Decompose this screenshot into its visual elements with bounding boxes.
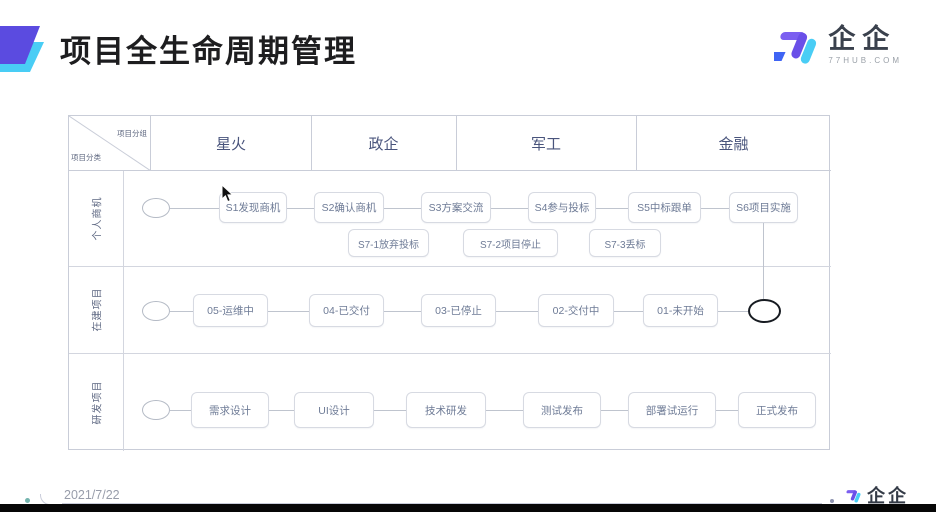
connector — [384, 208, 421, 209]
start-node — [142, 400, 170, 420]
diagonal-divider — [69, 116, 151, 171]
state-box-04: 04-已交付 — [309, 294, 384, 327]
title-accent-icon — [0, 26, 44, 72]
footer-brand-77-icon — [846, 490, 861, 503]
corner-label-group: 项目分组 — [117, 129, 147, 138]
connector — [596, 208, 628, 209]
mouse-cursor-icon — [221, 184, 234, 203]
rnd-box-test-release: 测试发布 — [523, 392, 601, 428]
brand-domain: 77HUB.COM — [828, 56, 902, 65]
lane-label-rnd: 研发项目 — [92, 380, 104, 424]
connector — [716, 410, 738, 411]
footer-brand: 企企 — [843, 487, 909, 505]
connector — [170, 311, 193, 312]
footer-line — [62, 503, 822, 504]
rnd-box-official-release: 正式发布 — [738, 392, 816, 428]
column-header-jungong: 军工 — [456, 116, 636, 171]
rnd-box-requirements: 需求设计 — [191, 392, 269, 428]
connector — [601, 410, 628, 411]
matrix-corner-cell: 项目分组 项目分类 — [69, 116, 151, 171]
rnd-box-development: 技术研发 — [406, 392, 486, 428]
stage-box-s1: S1发现商机 — [219, 192, 287, 223]
connector — [374, 410, 406, 411]
connector — [170, 410, 191, 411]
stage-box-s5: S5中标跟单 — [628, 192, 701, 223]
connector — [701, 208, 729, 209]
brand-text: 企企 77HUB.COM — [828, 24, 902, 65]
stage-box-s7-1: S7-1放弃投标 — [348, 229, 429, 257]
connector — [384, 311, 421, 312]
connector — [287, 208, 314, 209]
label-column-border — [123, 171, 124, 451]
state-box-03: 03-已停止 — [421, 294, 496, 327]
lane-label-opportunity: 个人商机 — [92, 196, 104, 241]
lifecycle-matrix: 项目分组 项目分类 星火 政企 军工 金融 个人商机 在建项目 研发项目 S1发… — [68, 115, 831, 451]
footer-brand-name: 企企 — [867, 486, 909, 506]
brand-name: 企企 — [828, 24, 897, 54]
connector — [496, 311, 538, 312]
footer-right-dot — [830, 499, 834, 503]
start-node — [142, 301, 170, 321]
connector — [268, 311, 309, 312]
stage-box-s6: S6项目实施 — [729, 192, 798, 223]
page-title: 项目全生命周期管理 — [60, 34, 357, 69]
header-separator — [636, 116, 637, 171]
rnd-box-trial-run: 部署试运行 — [628, 392, 716, 428]
stage-box-s3: S3方案交流 — [421, 192, 491, 223]
lane-label-construction: 在建项目 — [92, 287, 104, 332]
connector — [614, 311, 643, 312]
end-node — [748, 299, 781, 323]
connector — [486, 410, 523, 411]
header-separator — [456, 116, 457, 171]
brand-77-icon — [774, 32, 817, 64]
stage-box-s7-2: S7-2项目停止 — [463, 229, 558, 257]
stage-box-s4: S4参与投标 — [528, 192, 596, 223]
rnd-box-ui-design: UI设计 — [294, 392, 374, 428]
state-box-02: 02-交付中 — [538, 294, 614, 327]
column-header-jinrong: 金融 — [636, 116, 831, 171]
stage-box-s7-3: S7-3丢标 — [589, 229, 661, 257]
connector-down — [763, 223, 764, 299]
state-box-05: 05-运维中 — [193, 294, 268, 327]
slide-date: 2021/7/22 — [64, 488, 120, 502]
brand-block: 企企 77HUB.COM — [774, 24, 902, 70]
connector — [491, 208, 528, 209]
lane-separator — [69, 266, 831, 267]
header-separator — [311, 116, 312, 171]
connector — [269, 410, 294, 411]
column-header-zhengqi: 政企 — [311, 116, 456, 171]
footer-left-dot — [25, 498, 30, 503]
corner-label-category: 项目分类 — [71, 153, 101, 162]
lane-separator — [69, 353, 831, 354]
column-header-xinghuo: 星火 — [151, 116, 311, 171]
connector — [718, 311, 748, 312]
connector — [170, 208, 219, 209]
state-box-01: 01-未开始 — [643, 294, 718, 327]
stage-box-s2: S2确认商机 — [314, 192, 384, 223]
letterbox-bar — [0, 504, 936, 512]
start-node — [142, 198, 170, 218]
